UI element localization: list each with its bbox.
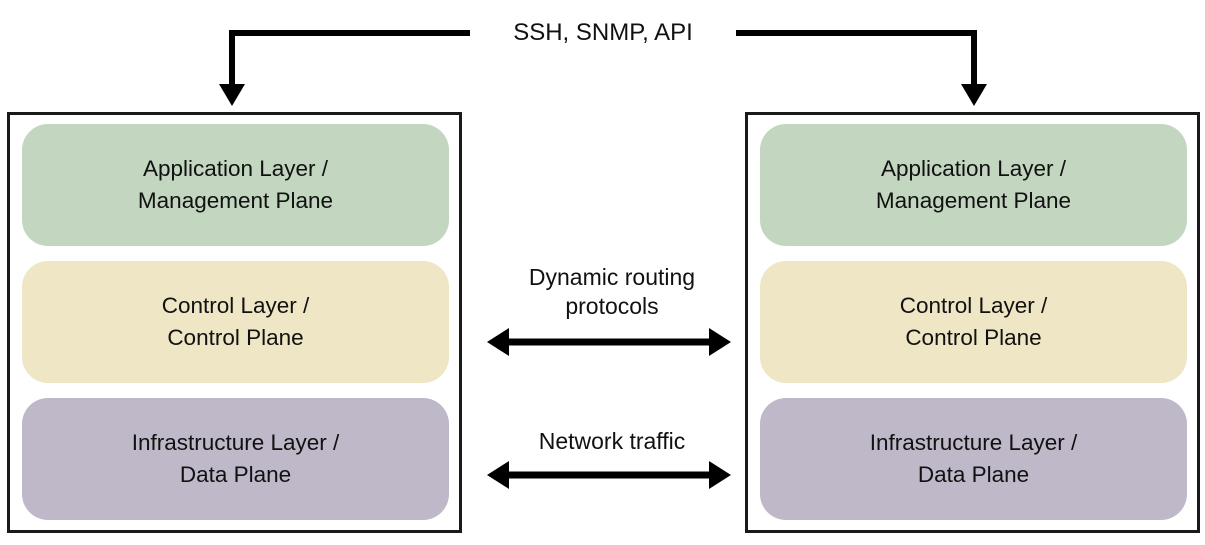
layer-control-left[interactable]: Control Layer / Control Plane — [22, 261, 449, 383]
layer-application-left[interactable]: Application Layer / Management Plane — [22, 124, 449, 246]
layer-infrastructure-right[interactable]: Infrastructure Layer / Data Plane — [760, 398, 1187, 520]
layer-control-right[interactable]: Control Layer / Control Plane — [760, 261, 1187, 383]
arrowhead-down-left-device — [219, 84, 245, 106]
layer-infrastructure-right-label: Infrastructure Layer / Data Plane — [869, 430, 1078, 487]
control-connection-label: Dynamic routing protocols — [528, 264, 696, 320]
layer-stack-left: Application Layer / Management Plane Con… — [22, 124, 449, 522]
arrowhead-control-right — [709, 328, 731, 356]
layer-infrastructure-left[interactable]: Infrastructure Layer / Data Plane — [22, 398, 449, 520]
layer-infrastructure-left-label: Infrastructure Layer / Data Plane — [131, 430, 340, 487]
control-connector-arrow — [487, 328, 731, 356]
arrowhead-data-left — [487, 461, 509, 489]
data-connector-arrow — [487, 461, 731, 489]
layer-control-left-label: Control Layer / Control Plane — [161, 293, 310, 350]
layer-application-right[interactable]: Application Layer / Management Plane — [760, 124, 1187, 246]
device-box-right[interactable]: Application Layer / Management Plane Con… — [745, 112, 1200, 533]
layer-control-right-label: Control Layer / Control Plane — [899, 293, 1048, 350]
layer-application-right-label: Application Layer / Management Plane — [875, 156, 1072, 213]
layer-application-left-label: Application Layer / Management Plane — [137, 156, 334, 213]
data-connection-label: Network traffic — [538, 428, 686, 454]
management-connection-label: SSH, SNMP, API — [470, 18, 736, 49]
arrowhead-control-left — [487, 328, 509, 356]
arrowhead-down-right-device — [961, 84, 987, 106]
layer-stack-right: Application Layer / Management Plane Con… — [760, 124, 1187, 522]
device-box-left[interactable]: Application Layer / Management Plane Con… — [7, 112, 462, 533]
arrowhead-data-right — [709, 461, 731, 489]
